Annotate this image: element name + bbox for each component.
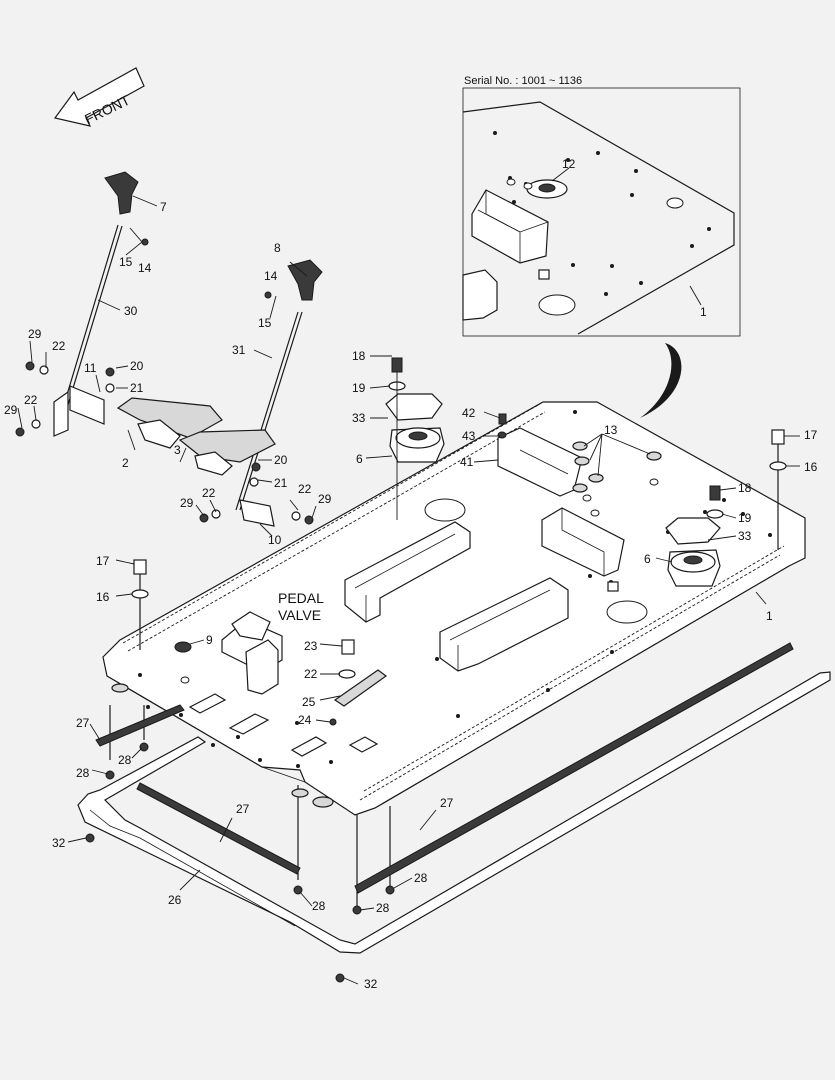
- callout-3: 3: [174, 443, 181, 457]
- callout-8: 8: [274, 241, 281, 255]
- callout-29-d: 29: [180, 496, 194, 510]
- callout-14-left: 14: [138, 261, 152, 275]
- callout-22-e: 22: [304, 667, 318, 681]
- callout-43: 43: [462, 429, 476, 443]
- inset-pointer-arrow: [640, 343, 682, 418]
- bolts: [131, 429, 787, 679]
- callout-6-b: 6: [644, 552, 651, 566]
- pedals: [116, 397, 276, 476]
- pedal-valve-label-2: VALVE: [278, 607, 321, 623]
- callout-15-right: 15: [258, 316, 272, 330]
- callout-28-d: 28: [414, 871, 428, 885]
- callout-21-a: 21: [130, 381, 144, 395]
- callout-28-b: 28: [118, 753, 132, 767]
- callout-32-b: 32: [364, 977, 378, 991]
- callout-13: 13: [604, 423, 618, 437]
- callout-16-left: 16: [96, 590, 110, 604]
- callout-11: 11: [84, 361, 97, 375]
- callout-1-inset: 1: [700, 305, 707, 319]
- callout-33-a: 33: [352, 411, 366, 425]
- lever-left: [53, 171, 139, 437]
- damper-mount-right: [665, 485, 724, 587]
- damper-mount-left: [385, 357, 445, 520]
- callout-9: 9: [206, 633, 213, 647]
- callout-30: 30: [124, 304, 138, 318]
- callout-27-a: 27: [76, 716, 90, 730]
- serial-range-label: Serial No. : 1001 ~ 1136: [464, 75, 582, 87]
- plate-brackets: [344, 521, 569, 672]
- callout-22-c: 22: [298, 482, 312, 496]
- callout-29-c: 29: [318, 492, 332, 506]
- callout-18-a: 18: [352, 349, 366, 363]
- callout-19-a: 19: [352, 381, 366, 395]
- callout-2: 2: [122, 456, 129, 470]
- callout-22-a: 22: [52, 339, 66, 353]
- callout-32-a: 32: [52, 836, 66, 850]
- callout-22-b: 22: [24, 393, 38, 407]
- callout-42: 42: [462, 406, 476, 420]
- front-direction-arrow: FRONT: [53, 67, 145, 127]
- floor-covers: [174, 641, 388, 757]
- callout-23: 23: [304, 639, 318, 653]
- rails: [95, 642, 794, 894]
- floor-plate: [102, 401, 806, 910]
- frame-seal: [77, 671, 831, 954]
- callout-7: 7: [160, 200, 167, 214]
- leader-lines: [17, 195, 800, 985]
- callout-27-b: 27: [236, 802, 250, 816]
- callout-6-a: 6: [356, 452, 363, 466]
- callout-25: 25: [302, 695, 316, 709]
- callout-15-left: 15: [119, 255, 133, 269]
- pedal-valve-label-1: PEDAL: [278, 590, 324, 606]
- callout-31: 31: [232, 343, 246, 357]
- fasteners: [15, 238, 395, 983]
- callout-24: 24: [298, 713, 312, 727]
- callout-labels: 7 15 14 30 8 14 15 31 29 22 11 20 21 29 …: [4, 200, 818, 991]
- callout-29-a: 29: [28, 327, 42, 341]
- callout-28-e: 28: [376, 901, 390, 915]
- callout-28-a: 28: [76, 766, 90, 780]
- lever-right: [235, 259, 323, 527]
- callout-18-b: 18: [738, 481, 752, 495]
- mount-box: [497, 413, 662, 592]
- callout-14-right: 14: [264, 269, 278, 283]
- callout-41: 41: [460, 455, 474, 469]
- callout-16-right: 16: [804, 460, 818, 474]
- callout-1: 1: [766, 609, 773, 623]
- pedal-valve: PEDAL VALVE: [221, 590, 324, 695]
- callout-20-b: 20: [274, 453, 288, 467]
- callout-33-b: 33: [738, 529, 752, 543]
- callout-20-a: 20: [130, 359, 144, 373]
- inset-detail: Serial No. : 1001 ~ 1136 12 1: [462, 75, 741, 337]
- callout-27-c: 27: [440, 796, 454, 810]
- callout-21-b: 21: [274, 476, 288, 490]
- callout-29-b: 29: [4, 403, 18, 417]
- callout-17-left: 17: [96, 554, 110, 568]
- callout-10: 10: [268, 533, 282, 547]
- callout-19-b: 19: [738, 511, 752, 525]
- callout-17-right: 17: [804, 428, 818, 442]
- callout-28-c: 28: [312, 899, 326, 913]
- callout-12: 12: [562, 157, 576, 171]
- callout-26: 26: [168, 893, 182, 907]
- callout-22-d: 22: [202, 486, 216, 500]
